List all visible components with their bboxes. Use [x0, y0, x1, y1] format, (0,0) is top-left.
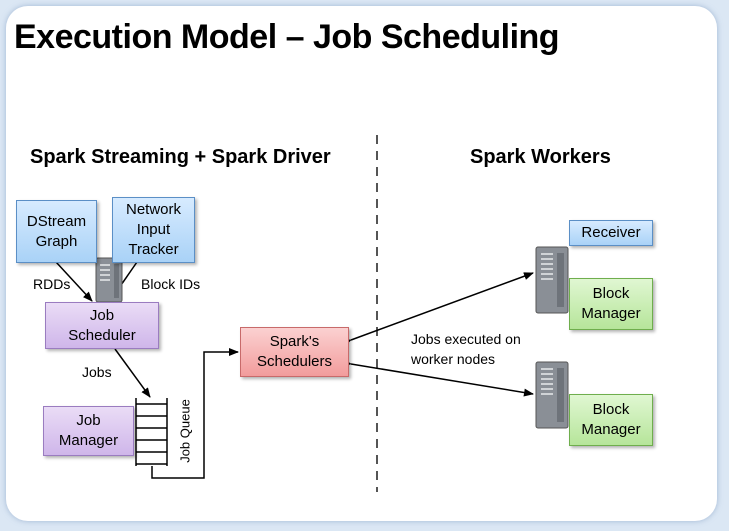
dstream-graph-box: DStream Graph: [16, 200, 97, 263]
schedulers-worker1-arrow: [341, 272, 534, 347]
rdds-label: RDDs: [33, 276, 71, 292]
workers-section-heading: Spark Workers: [470, 146, 611, 168]
queue-to-schedulers-arrow: [151, 348, 239, 479]
driver-section-heading: Spark Streaming + Spark Driver: [30, 146, 331, 168]
job-scheduler-box: Job Scheduler: [45, 302, 159, 349]
rdds-arrow: [55, 261, 93, 302]
receiver-box: Receiver: [569, 220, 653, 246]
jobs-executed-label-line2: worker nodes: [411, 351, 496, 367]
job-manager-box: Job Manager: [43, 406, 134, 456]
job-queue-stack: [135, 398, 168, 466]
network-input-tracker-box: Network Input Tracker: [112, 197, 195, 263]
block-ids-label: Block IDs: [141, 276, 201, 292]
jobs-executed-label-line1: Jobs executed on: [411, 331, 521, 347]
slide-title: Execution Model – Job Scheduling: [14, 18, 560, 56]
jobs-label: Jobs: [82, 364, 112, 380]
worker2-server-icon: [535, 361, 569, 429]
worker1-server-icon: [535, 246, 569, 314]
job-queue-label: Job Queue: [177, 399, 193, 463]
schedulers-worker2-arrow: [341, 358, 534, 397]
block-manager-1-box: Block Manager: [569, 278, 653, 330]
sparks-schedulers-box: Spark's Schedulers: [240, 327, 349, 377]
block-manager-2-box: Block Manager: [569, 394, 653, 446]
jobs-arrow: [114, 348, 151, 398]
driver-server-icon: [95, 257, 123, 303]
